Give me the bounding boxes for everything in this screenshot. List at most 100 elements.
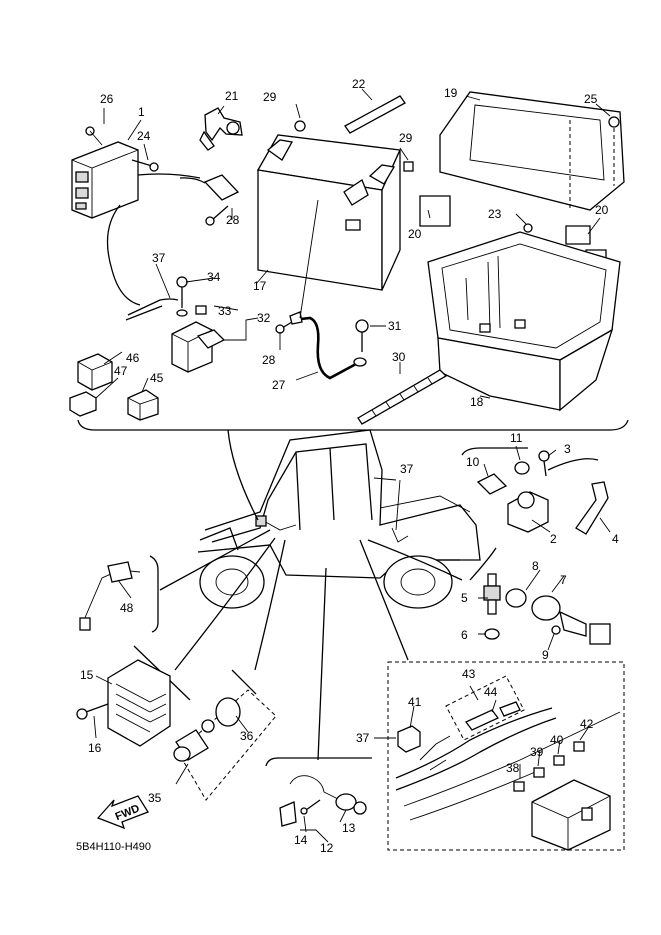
band-30[interactable] <box>357 369 448 425</box>
sensor-12[interactable] <box>279 775 367 827</box>
bolt-9[interactable] <box>551 625 561 635</box>
callout-3[interactable]: 3 <box>564 442 571 456</box>
callout-45[interactable]: 45 <box>150 371 164 385</box>
battery[interactable] <box>256 134 401 291</box>
pad-20-left[interactable] <box>419 195 451 227</box>
callout-6[interactable]: 6 <box>461 628 468 642</box>
fuse-holder-44[interactable] <box>464 701 521 731</box>
sensor-48[interactable] <box>79 561 141 631</box>
callout-20-a[interactable]: 20 <box>408 227 422 241</box>
callout-23[interactable]: 23 <box>488 207 502 221</box>
screw-23[interactable] <box>523 223 533 233</box>
bolt-3[interactable] <box>538 450 550 477</box>
fuse-box[interactable] <box>531 779 611 851</box>
callout-46[interactable]: 46 <box>126 351 140 365</box>
bolt-31[interactable] <box>355 319 369 352</box>
callout-44[interactable]: 44 <box>484 685 498 699</box>
connector-10[interactable] <box>476 473 508 495</box>
switch-36[interactable] <box>173 697 241 762</box>
callout-38[interactable]: 38 <box>506 761 520 775</box>
callout-39[interactable]: 39 <box>530 745 544 759</box>
spark-plug-5[interactable] <box>483 573 501 615</box>
ignition-coil-2[interactable] <box>507 491 549 533</box>
lead-37-middle[interactable] <box>391 479 409 543</box>
callout-30[interactable]: 30 <box>392 350 406 364</box>
rectifier-regulator-15[interactable] <box>107 659 171 747</box>
callout-13[interactable]: 13 <box>342 821 356 835</box>
callout-4[interactable]: 4 <box>612 532 619 546</box>
callout-10[interactable]: 10 <box>466 455 480 469</box>
o-ring-8[interactable] <box>505 588 527 608</box>
clamp-21[interactable] <box>199 107 243 151</box>
callout-17[interactable]: 17 <box>253 279 267 293</box>
relay-47[interactable] <box>69 391 97 417</box>
screw-26[interactable] <box>85 126 103 146</box>
callout-37-b[interactable]: 37 <box>400 462 414 476</box>
callout-7[interactable]: 7 <box>560 573 567 587</box>
callout-12[interactable]: 12 <box>320 841 334 855</box>
callout-26[interactable]: 26 <box>100 92 114 106</box>
callout-1[interactable]: 1 <box>138 105 145 119</box>
battery-box[interactable] <box>427 231 621 412</box>
callout-43[interactable]: 43 <box>462 667 476 681</box>
relay-46[interactable] <box>77 353 113 391</box>
callout-42[interactable]: 42 <box>580 717 594 731</box>
callout-21[interactable]: 21 <box>225 89 239 103</box>
callout-25[interactable]: 25 <box>584 92 598 106</box>
fuse-40[interactable] <box>553 755 565 766</box>
callout-16[interactable]: 16 <box>88 741 102 755</box>
washer-11[interactable] <box>514 461 530 475</box>
callout-40[interactable]: 40 <box>550 733 564 747</box>
battery-nut-29-right[interactable] <box>403 161 414 172</box>
bolt-14[interactable] <box>300 799 321 815</box>
relay-41[interactable] <box>397 725 421 753</box>
sensor-7[interactable] <box>531 595 611 645</box>
bolt-24[interactable] <box>131 159 159 172</box>
callout-8[interactable]: 8 <box>532 559 539 573</box>
callout-29-a[interactable]: 29 <box>263 90 277 104</box>
callout-9[interactable]: 9 <box>542 648 549 662</box>
harness-37[interactable] <box>395 707 621 821</box>
callout-22[interactable]: 22 <box>352 77 366 91</box>
callout-15[interactable]: 15 <box>80 668 94 682</box>
callout-33[interactable]: 33 <box>218 304 232 318</box>
callout-35[interactable]: 35 <box>148 791 162 805</box>
bolt-34[interactable] <box>176 276 188 317</box>
callout-11[interactable]: 11 <box>510 431 523 445</box>
callout-19[interactable]: 19 <box>444 86 458 100</box>
callout-37-a[interactable]: 37 <box>152 251 166 265</box>
screw-25[interactable] <box>608 116 620 186</box>
callout-2[interactable]: 2 <box>550 532 557 546</box>
bolt-28-lower[interactable] <box>275 321 293 334</box>
cdi-unit[interactable] <box>71 141 139 219</box>
plug-cap-4[interactable] <box>547 458 609 535</box>
gasket-6[interactable] <box>484 628 500 640</box>
callout-47[interactable]: 47 <box>114 364 128 378</box>
battery-nut-29-left[interactable] <box>294 120 306 132</box>
callout-34[interactable]: 34 <box>207 270 221 284</box>
callout-32[interactable]: 32 <box>257 311 271 325</box>
callout-29-b[interactable]: 29 <box>399 131 413 145</box>
callout-36[interactable]: 36 <box>240 729 254 743</box>
callout-5[interactable]: 5 <box>461 591 468 605</box>
fuse-42[interactable] <box>573 741 585 752</box>
callout-27[interactable]: 27 <box>272 378 286 392</box>
callout-28-b[interactable]: 28 <box>262 353 276 367</box>
callout-41[interactable]: 41 <box>408 695 422 709</box>
fuse-39[interactable] <box>533 767 545 778</box>
callout-14[interactable]: 14 <box>294 833 308 847</box>
fuse-38[interactable] <box>513 781 525 792</box>
callout-24[interactable]: 24 <box>137 129 151 143</box>
relay-45[interactable] <box>127 389 159 421</box>
callout-48[interactable]: 48 <box>120 601 134 615</box>
battery-band-22[interactable] <box>344 95 406 134</box>
callout-37-c[interactable]: 37 <box>356 731 370 745</box>
connector-plug[interactable] <box>179 174 240 201</box>
battery-lead-27[interactable] <box>291 316 357 380</box>
bolt-16[interactable] <box>76 703 109 720</box>
callout-20-b[interactable]: 20 <box>595 203 609 217</box>
callout-18[interactable]: 18 <box>470 395 484 409</box>
bolt-28-upper[interactable] <box>205 205 229 226</box>
callout-31[interactable]: 31 <box>388 319 402 333</box>
callout-28[interactable]: 28 <box>226 213 240 227</box>
